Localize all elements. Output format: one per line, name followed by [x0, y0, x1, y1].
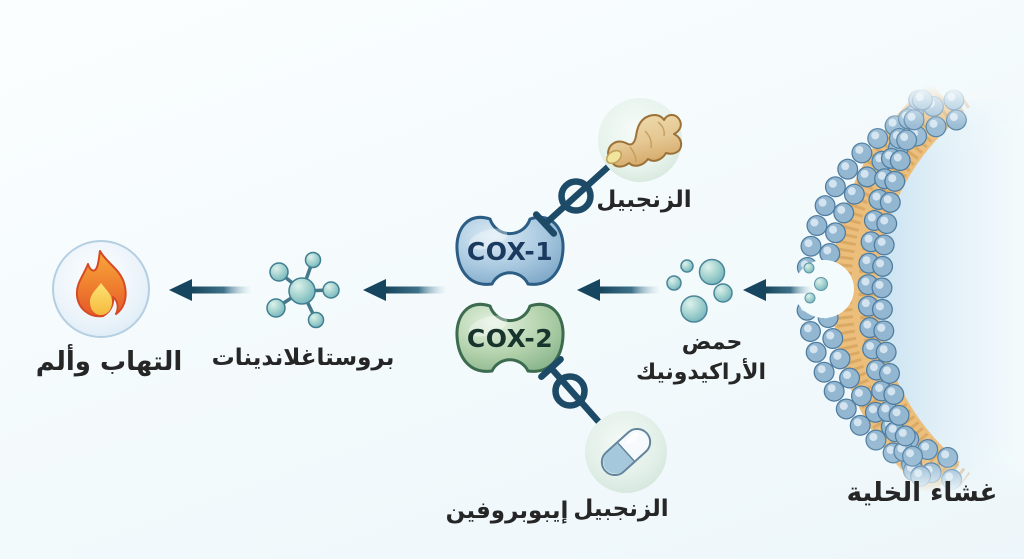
arrow-prostaglandins-to-inflammation	[169, 279, 251, 301]
phospholipid-heads-inner	[857, 89, 933, 491]
diagram-labels: الزنجبيل حمض الأراكيدونيك غشاء الخلية بر…	[36, 187, 998, 524]
label-ginger-bottom: الزنجبيل	[573, 496, 668, 522]
label-arachidonic-line1: حمض	[682, 330, 743, 355]
arachidonic-acid-molecules	[666, 258, 733, 323]
cox2-enzyme	[455, 302, 565, 373]
label-ibuprofen: إيبوبروفين	[446, 498, 569, 524]
cell-interior	[868, 100, 1024, 480]
membrane-gap-bubbles	[803, 262, 828, 304]
cell-membrane	[794, 82, 1024, 498]
inhibition-symbol-bottom	[538, 356, 602, 425]
ginger-icon	[598, 98, 683, 182]
arrow-membrane-to-acid	[743, 279, 812, 301]
arrowhead	[577, 279, 600, 301]
arrow-acid-to-cox	[577, 279, 659, 301]
cox1-enzyme	[455, 215, 565, 286]
cox2-label: COX-2	[467, 324, 553, 353]
label-ginger-top: الزنجبيل	[596, 187, 691, 213]
prostaglandins-molecule	[266, 251, 340, 329]
arrow-cox-to-prostaglandins	[363, 279, 446, 301]
arrowhead	[743, 279, 766, 301]
arrowhead	[169, 279, 192, 301]
capsule-icon	[585, 411, 667, 493]
inhibition-symbol-top	[532, 163, 612, 237]
cox1-label: COX-1	[467, 237, 553, 266]
label-inflammation-pain: التهاب وألم	[36, 344, 183, 377]
label-prostaglandins: بروستاغلاندينات	[212, 345, 395, 371]
flame-icon	[52, 240, 150, 338]
lipid-tails-outer	[834, 93, 933, 487]
arrowhead	[363, 279, 386, 301]
label-arachidonic-line2: الأراكيدونيك	[636, 357, 766, 385]
label-cell-membrane: غشاء الخلية	[847, 478, 998, 508]
